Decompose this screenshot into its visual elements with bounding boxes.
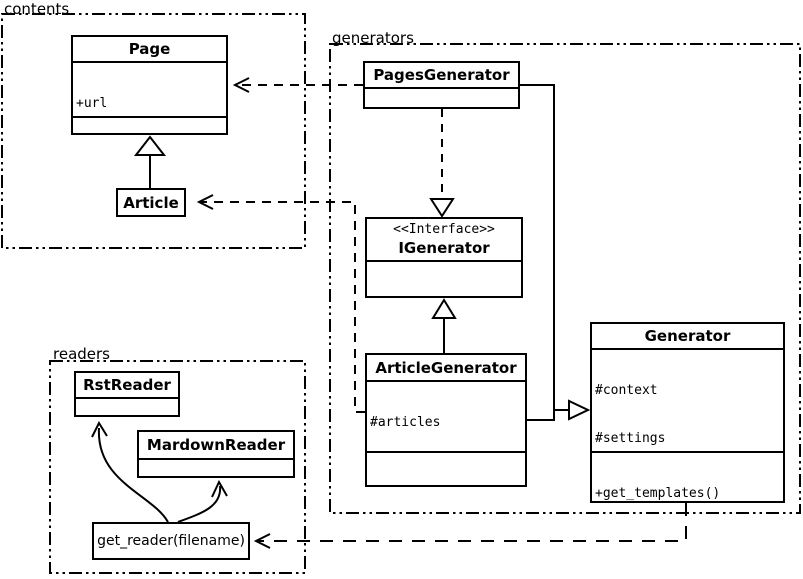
package-label-readers: readers [53, 345, 110, 363]
get-reader-label: get_reader(filename) [97, 533, 245, 549]
class-mardownreader: MardownReader +read() [137, 430, 295, 478]
get-reader-node: get_reader(filename) [92, 522, 250, 560]
open-arrowhead [253, 533, 271, 549]
open-arrowhead [91, 420, 108, 438]
stereotype-label: <<Interface>> [393, 221, 495, 237]
class-page: Page +url +slug +summary +check_properti… [71, 35, 228, 135]
open-arrowhead [196, 194, 214, 210]
attr-row: #settings [595, 431, 666, 446]
edge-article-to-page [133, 135, 167, 188]
attr-row: #context [595, 383, 658, 398]
class-title: Page [128, 40, 171, 58]
hollow-triangle-arrow [568, 399, 591, 421]
class-name: IGenerator [398, 238, 490, 257]
methods-compartment: +read() [139, 458, 293, 476]
edge-getreader-to-mardownreader [177, 479, 228, 523]
class-articlegenerator: ArticleGenerator #articles #dates #tags … [365, 353, 527, 487]
hollow-triangle-arrow [431, 298, 457, 319]
method-row: +get_templates() [595, 486, 721, 501]
attributes-compartment: #context #settings #path #theme #output_… [592, 348, 783, 451]
attributes-compartment: #articles #dates #tags #categories [367, 380, 525, 451]
package-label-generators: generators [332, 29, 414, 47]
methods-compartment: +read() [76, 397, 178, 415]
methods-compartment: +get_templates() +get_files(path,exclude… [592, 451, 783, 501]
package-label-contents: contents [4, 0, 70, 18]
class-title: ArticleGenerator [375, 358, 517, 377]
edge-pagesgenerator-to-igenerator [429, 109, 455, 218]
class-article: Article [116, 188, 186, 217]
methods-compartment: +generate_context() +generate_output() [367, 260, 521, 296]
attributes-compartment: #pages [365, 87, 518, 107]
class-title: Article [123, 193, 179, 212]
attr-row: #articles [370, 415, 441, 430]
class-title: Generator [644, 327, 731, 345]
edge-articlegenerator-to-igenerator [431, 298, 457, 353]
edge-generator-to-getreader [253, 503, 687, 549]
package-border-generators [329, 43, 801, 514]
methods-compartment: +generate_feeds() +generate_pages() [367, 451, 525, 485]
open-arrowhead [211, 479, 228, 498]
edge-pagesgenerator-to-page [232, 77, 363, 93]
class-title: <<Interface>> IGenerator [367, 219, 521, 260]
class-igenerator: <<Interface>> IGenerator +generate_conte… [365, 217, 523, 298]
attributes-compartment: +url +slug +summary [73, 61, 226, 116]
method-row: +generate_context() [370, 295, 519, 296]
methods-compartment: +check_properties() [73, 116, 226, 133]
attr-row: +url [76, 96, 108, 111]
hollow-triangle-arrow [133, 135, 167, 156]
class-generator: Generator #context #settings #path #them… [590, 322, 785, 503]
class-rstreader: RstReader +read() [74, 371, 180, 417]
hollow-triangle-arrow [429, 198, 455, 218]
package-border-contents [1, 13, 306, 249]
package-border-readers [49, 360, 306, 574]
class-title: PagesGenerator [373, 66, 510, 84]
class-title: MardownReader [146, 436, 286, 454]
class-title: RstReader [83, 376, 171, 394]
edge-articlegenerator-to-article [196, 194, 365, 413]
edge-getreader-to-rstreader [91, 420, 169, 523]
edge-generators-to-generator [520, 84, 591, 421]
open-arrowhead [232, 77, 250, 93]
class-pagesgenerator: PagesGenerator #pages [363, 61, 520, 109]
